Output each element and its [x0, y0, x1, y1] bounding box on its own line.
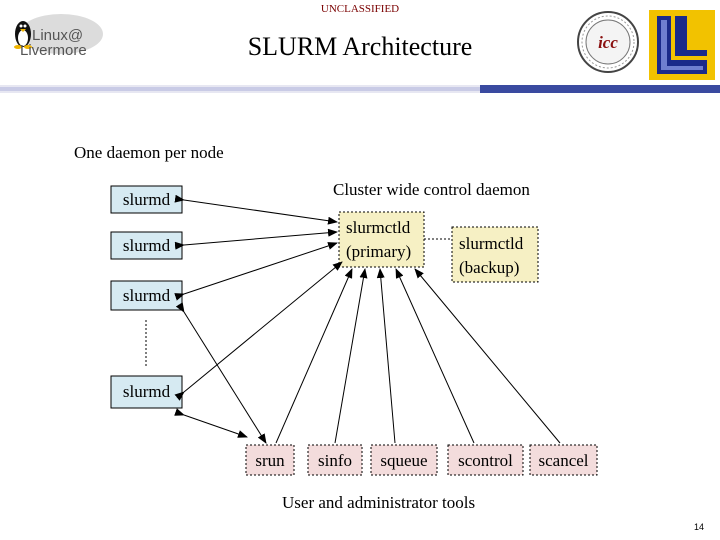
logo-line-2: Livermore	[20, 42, 87, 59]
page-number: 14	[693, 522, 704, 532]
caption-daemon-per-node: One daemon per node	[74, 143, 224, 162]
controller-node-arrows	[174, 194, 343, 444]
slurmctld-primary: slurmctld (primary)	[338, 211, 425, 268]
caption-control-daemon: Cluster wide control daemon	[333, 180, 530, 199]
slurmd-label: slurmd	[123, 236, 171, 255]
tool-label: scancel	[538, 451, 588, 470]
icc-seal-logo: icc	[577, 11, 639, 73]
header-rule	[0, 85, 720, 93]
tool-sinfo: sinfo	[307, 444, 363, 476]
caption-tools: User and administrator tools	[282, 493, 475, 512]
penguin-icon	[14, 21, 32, 49]
slurmd-node-3: slurmd	[110, 280, 183, 311]
page-title: SLURM Architecture	[247, 32, 473, 61]
slurmd-label: slurmd	[123, 382, 171, 401]
backup-line-2: (backup)	[459, 258, 519, 277]
logo-line-1: Linux@	[32, 27, 84, 44]
slurmd-label: slurmd	[123, 190, 171, 209]
tool-squeue: squeue	[370, 444, 438, 476]
tool-controller-arrows	[275, 268, 561, 444]
primary-line-1: slurmctld	[346, 218, 411, 237]
tool-srun: srun	[245, 444, 295, 476]
tool-scancel: scancel	[529, 444, 598, 476]
slurmd-node-2: slurmd	[110, 231, 183, 260]
seal-text: icc	[598, 33, 618, 52]
tool-label: sinfo	[318, 451, 352, 470]
tool-label: scontrol	[458, 451, 513, 470]
slurmd-label: slurmd	[123, 286, 171, 305]
slurmd-node-4: slurmd	[110, 375, 183, 409]
linux-livermore-logo	[14, 14, 103, 54]
tool-label: srun	[255, 451, 285, 470]
tool-scontrol: scontrol	[447, 444, 524, 476]
classification-label: UNCLASSIFIED	[320, 3, 400, 15]
llnl-logo	[649, 10, 715, 80]
logo-text: Linux@ Livermore	[20, 27, 87, 58]
backup-line-1: slurmctld	[459, 234, 524, 253]
primary-line-2: (primary)	[346, 242, 411, 261]
tool-label: squeue	[380, 451, 427, 470]
slurmctld-backup: slurmctld (backup)	[451, 226, 539, 283]
slurmd-node-1: slurmd	[110, 185, 183, 214]
